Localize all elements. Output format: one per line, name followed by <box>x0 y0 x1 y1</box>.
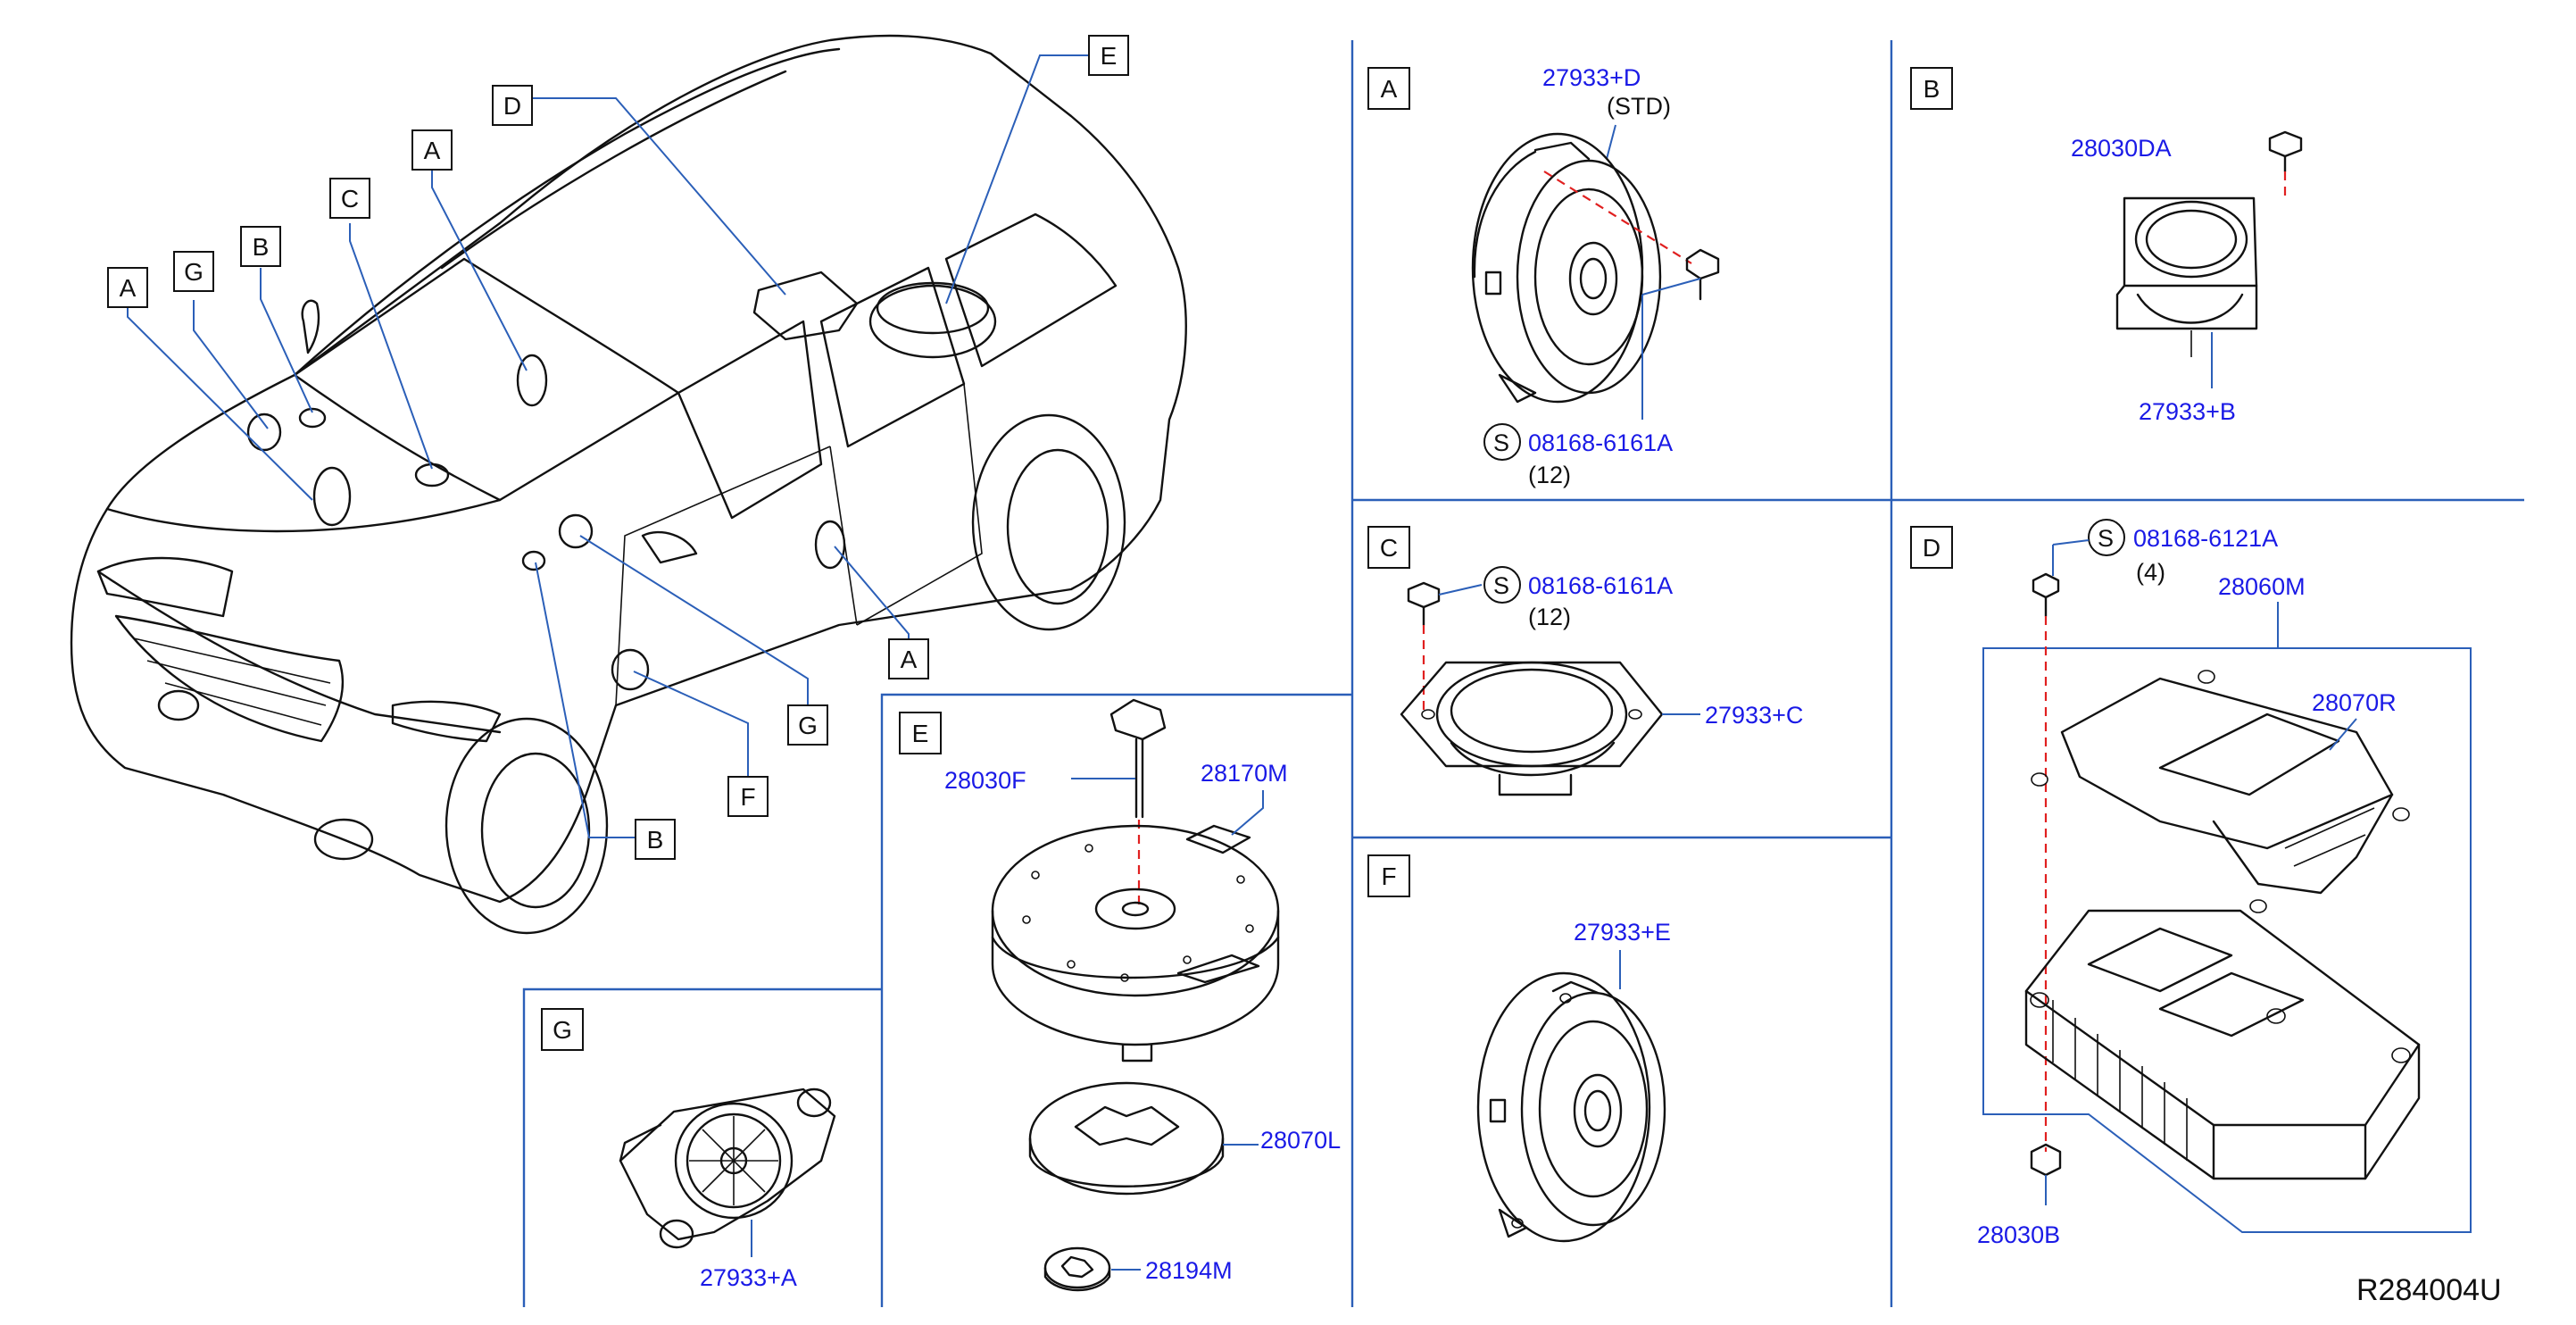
tweeter-27933-a <box>619 1088 836 1249</box>
callout-a-front: A <box>120 274 137 302</box>
callout-g-front: G <box>184 258 204 286</box>
screw-symbol-d: S <box>2098 525 2114 552</box>
callout-e: E <box>1101 42 1118 70</box>
spacer-label-28070l: 28070L <box>1260 1127 1341 1154</box>
spacer-28070l <box>1028 1081 1225 1196</box>
callout-c: C <box>341 185 359 212</box>
note-std: (STD) <box>1607 93 1671 120</box>
vehicle-illustration <box>70 34 1187 935</box>
bolt-b-icon <box>2268 130 2303 173</box>
callout-a-side: A <box>901 646 918 673</box>
subwoofer-28170m <box>991 824 1280 1062</box>
screw-qty-c: (12) <box>1528 604 1571 630</box>
panel-b-label: B <box>1924 75 1940 103</box>
car-front-door-speaker <box>312 466 352 527</box>
callout-b-front: B <box>253 233 270 261</box>
callout-g-side: G <box>798 712 818 739</box>
screw-a-icon <box>1685 248 1720 301</box>
panel-f: F 27933+E <box>1367 854 1671 1243</box>
panel-c: C S 08168-6161A (12) 27933+C <box>1367 526 1803 796</box>
bracket-label-28070r: 28070R <box>2312 689 2397 716</box>
panel-c-label: C <box>1380 534 1398 562</box>
vehicle-leaders <box>127 54 1089 838</box>
panel-g-label: G <box>553 1016 572 1044</box>
screw-08168-6121a: 08168-6121A <box>2133 525 2278 552</box>
part-27933-b: 27933+B <box>2139 398 2236 425</box>
screw-08168-6161a-c: 08168-6161A <box>1528 572 1673 599</box>
part-27933-d: 27933+D <box>1542 64 1641 91</box>
panel-f-label: F <box>1381 862 1396 890</box>
speaker-27933-d <box>1471 132 1662 404</box>
washer-label-28194m: 28194M <box>1145 1257 1233 1284</box>
nut-label-28030b: 28030B <box>1977 1221 2060 1248</box>
bolt-label-28030f: 28030F <box>944 767 1026 794</box>
screw-qty-d: (4) <box>2136 559 2165 586</box>
bolt-28030f-icon <box>1109 698 1167 819</box>
panel-d-label: D <box>1923 534 1940 562</box>
callout-a-rear: A <box>424 137 441 164</box>
panel-b: B 28030DA 27933+B <box>1910 67 2303 425</box>
bracket-28070r <box>2031 670 2410 913</box>
screw-symbol-a: S <box>1493 429 1509 456</box>
callout-d: D <box>503 92 521 120</box>
panel-a: A 27933+D (STD) S 08168-6161A (12) <box>1367 64 1720 488</box>
callout-f: F <box>740 783 755 811</box>
speaker-27933-e <box>1476 971 1666 1243</box>
screw-08168-6161a-a: 08168-6161A <box>1528 429 1673 456</box>
panel-e: E 28030F 28170M <box>899 698 1341 1292</box>
panel-e-label: E <box>912 720 929 747</box>
part-27933-c: 27933+C <box>1705 702 1803 729</box>
nut-28030b-icon <box>2030 1143 2062 1177</box>
panel-grid <box>522 40 2524 1307</box>
assembly-28060m: 28060M <box>2218 573 2306 600</box>
screw-d-icon <box>2032 572 2060 618</box>
screw-symbol-c: S <box>1493 572 1509 599</box>
bolt-28030da: 28030DA <box>2071 135 2172 162</box>
washer-28194m <box>1043 1246 1111 1292</box>
part-27933-e: 27933+E <box>1574 919 1671 946</box>
speaker-27933-b <box>2115 196 2258 357</box>
callout-b-side: B <box>647 826 664 854</box>
panel-a-label: A <box>1381 75 1398 103</box>
screw-qty-a: (12) <box>1528 462 1571 488</box>
vehicle-callouts: A G B C A D E A G F B <box>107 35 1129 860</box>
part-27933-a: 27933+A <box>700 1264 797 1291</box>
speaker-27933-c <box>1400 661 1664 796</box>
amplifier-28060m <box>2024 909 2421 1180</box>
panel-d: D S 08168-6121A (4) 28060M 28070R <box>1910 519 2472 1248</box>
panel-g: G 27933+A <box>541 1008 836 1291</box>
screw-c-icon <box>1407 581 1441 627</box>
diagram-code: R284004U <box>2356 1273 2502 1307</box>
subwoofer-label-28170m: 28170M <box>1201 760 1288 787</box>
